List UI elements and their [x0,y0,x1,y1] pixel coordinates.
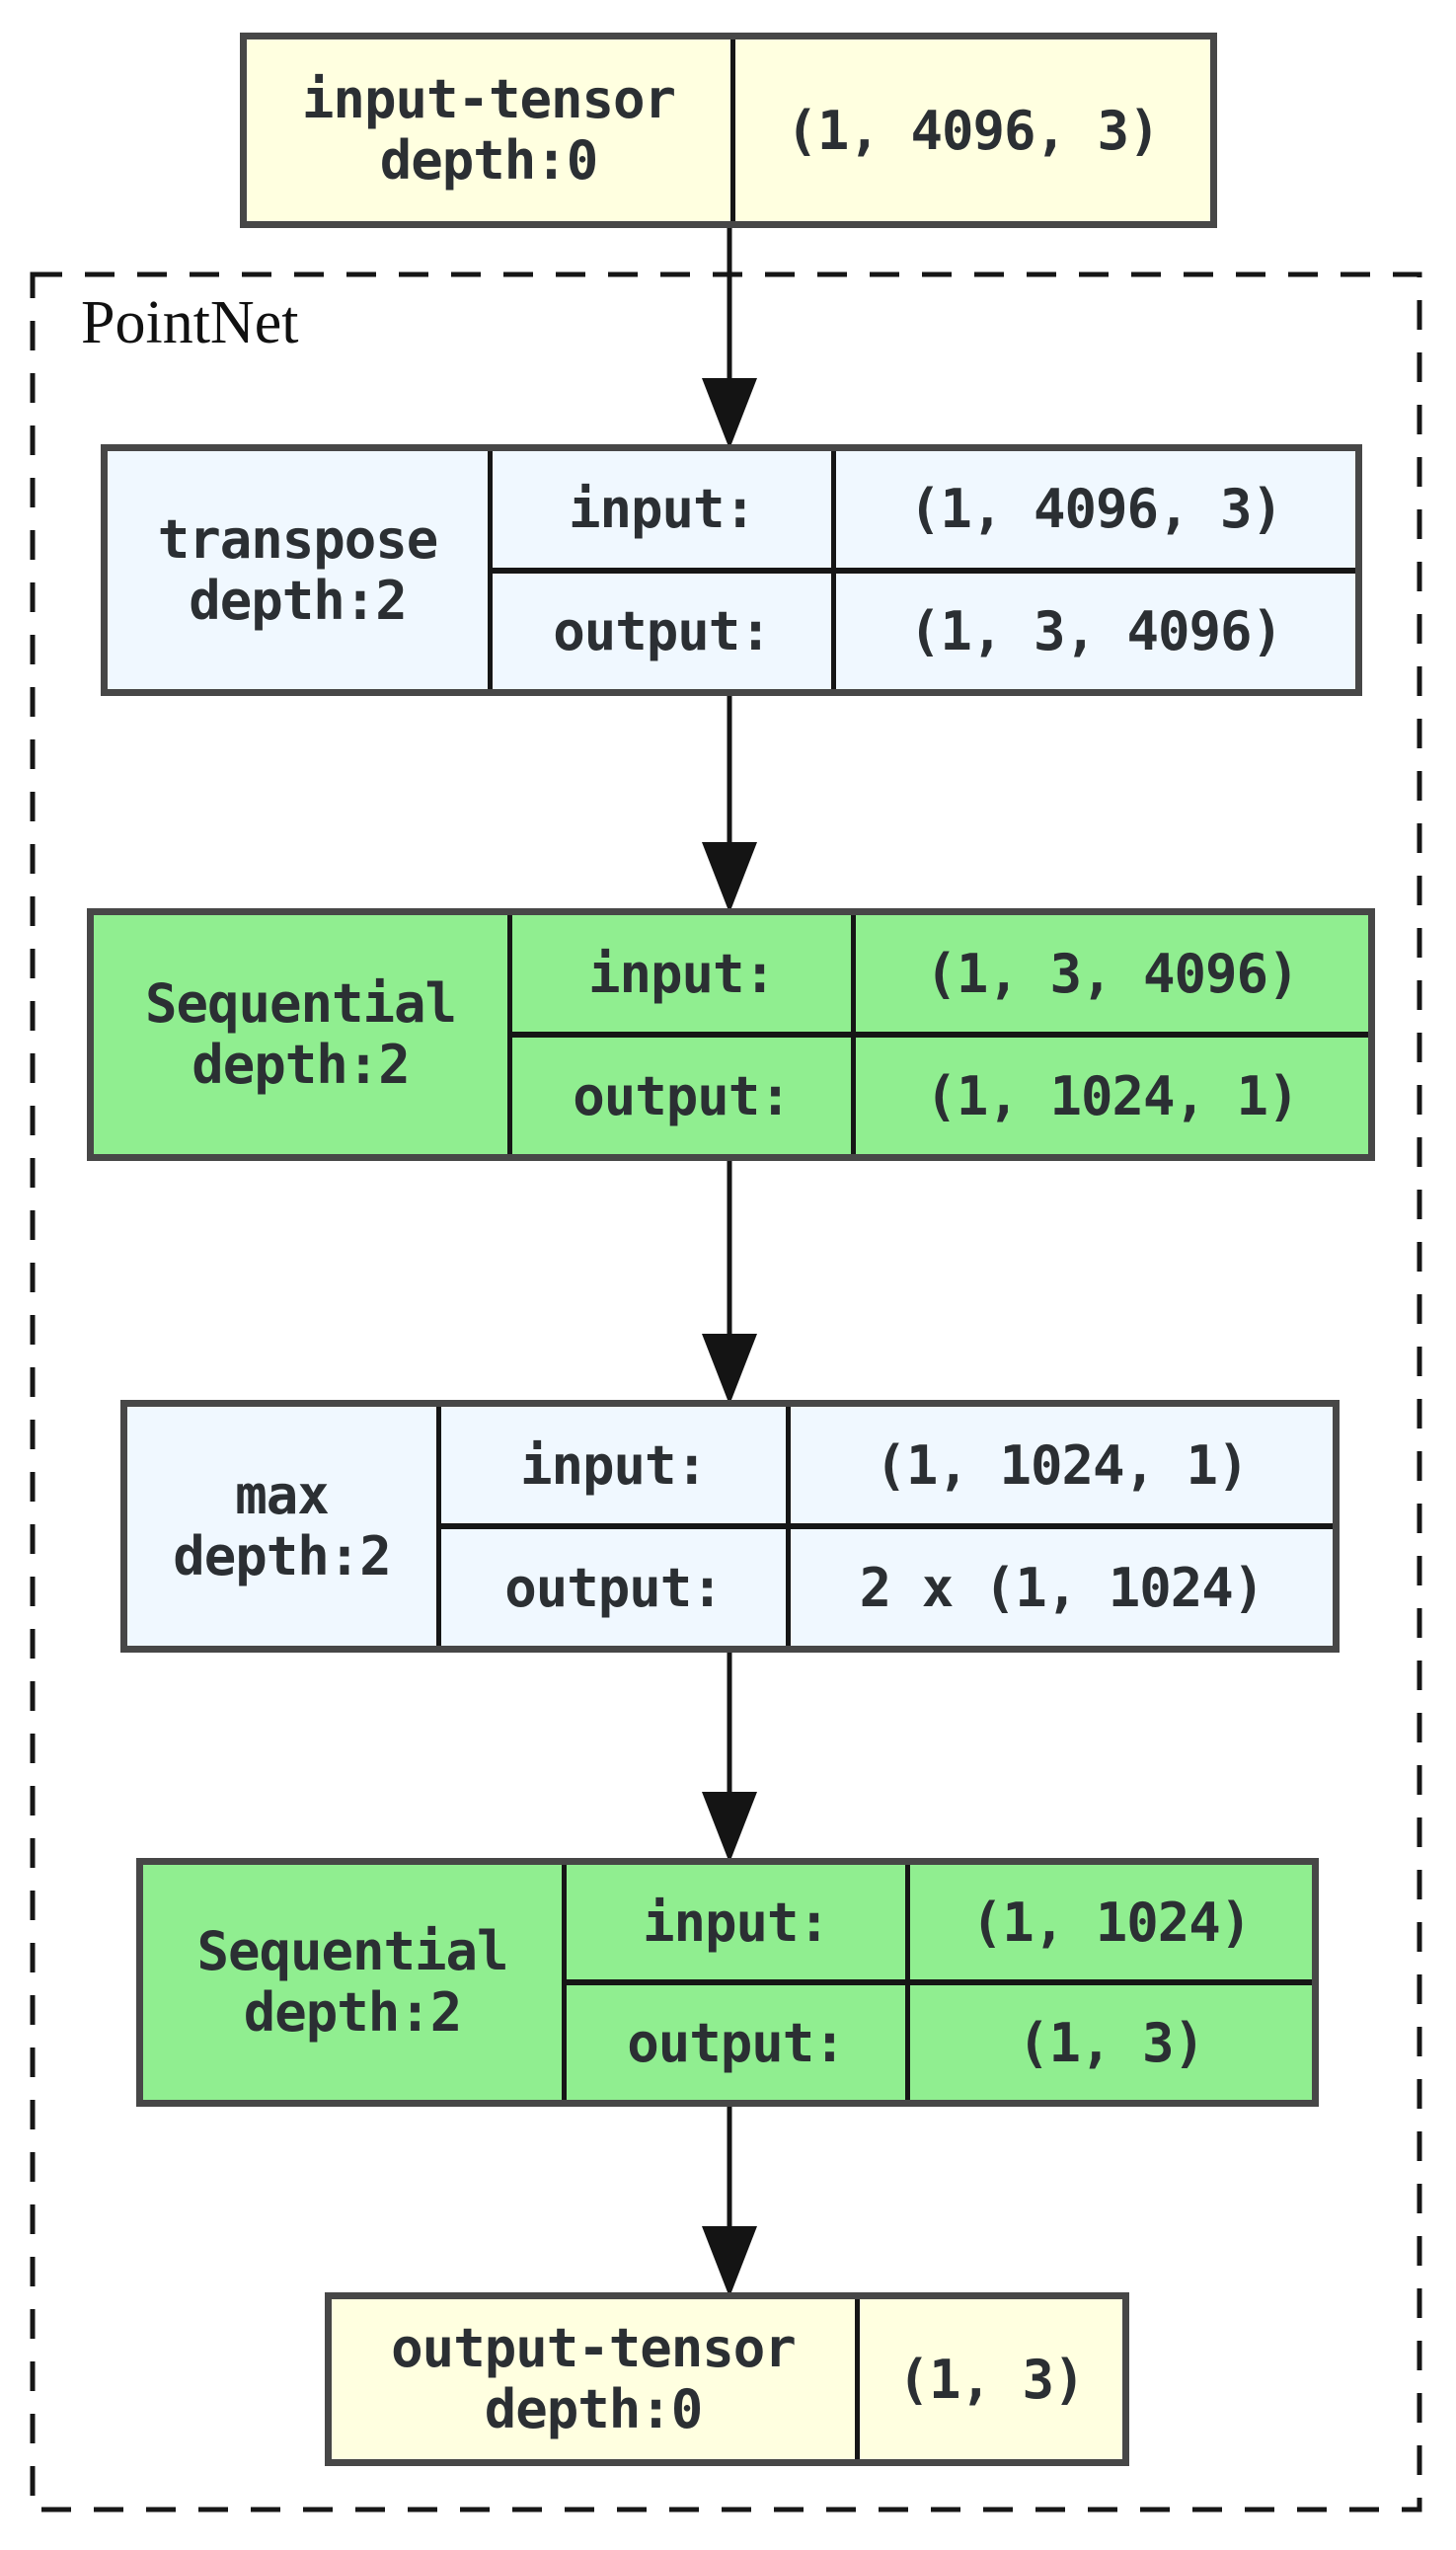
input-shape: (1, 4096, 3) [908,478,1283,541]
node-name: Sequential [196,1920,508,1982]
node-depth: depth:2 [173,1525,392,1587]
max-name-cell: max depth:2 [127,1407,441,1646]
node-output-tensor: output-tensor depth:0 (1, 3) [325,2292,1129,2466]
edge-input-to-transpose [702,228,757,449]
output-label: output: [441,1529,791,1646]
input-tensor-shape: (1, 4096, 3) [786,99,1160,162]
input-shape: (1, 1024) [970,1891,1253,1954]
node-name: output-tensor [391,2317,797,2379]
input-label: input: [567,1865,910,1979]
output-label: output: [493,573,836,689]
edge-transpose-to-sequential1 [702,696,757,913]
node-name: max [235,1464,330,1526]
input-shape: (1, 1024, 1) [875,1433,1249,1497]
node-transpose: transpose depth:2 input: (1, 4096, 3) ou… [101,444,1362,696]
cluster-label-pointnet: PointNet [81,289,299,356]
node-max: max depth:2 input: (1, 1024, 1) output: … [120,1400,1340,1653]
transpose-name-cell: transpose depth:2 [108,451,493,689]
input-label: input: [441,1407,791,1523]
node-depth: depth:2 [243,1981,463,2044]
input-label: input: [493,451,836,568]
edge-sequential1-to-max [702,1161,757,1405]
output-tensor-shape: (1, 3) [897,2348,1085,2411]
node-sequential-2: Sequential depth:2 input: (1, 1024) outp… [136,1858,1319,2107]
output-label: output: [512,1038,856,1154]
edge-max-to-sequential2 [702,1653,757,1863]
output-shape: (1, 3, 4096) [908,599,1283,662]
edge-sequential2-to-output [702,2107,757,2297]
node-depth: depth:0 [379,129,599,192]
output-tensor-name-cell: output-tensor depth:0 [332,2299,860,2459]
node-name: Sequential [144,972,457,1035]
output-label: output: [567,1985,910,2100]
node-depth: depth:2 [192,1034,411,1096]
output-shape: (1, 1024, 1) [925,1064,1299,1127]
node-depth: depth:2 [189,569,408,632]
input-label: input: [512,915,856,1032]
input-tensor-name-cell: input-tensor depth:0 [247,39,735,221]
sequential1-name-cell: Sequential depth:2 [94,915,512,1154]
node-depth: depth:0 [484,2378,704,2440]
pointnet-cluster-border [30,271,1422,2512]
output-shape: (1, 3) [1017,2011,1205,2074]
node-name: transpose [157,507,439,571]
sequential2-name-cell: Sequential depth:2 [143,1865,567,2100]
input-shape: (1, 3, 4096) [925,942,1299,1005]
node-sequential-1: Sequential depth:2 input: (1, 3, 4096) o… [87,908,1375,1161]
output-shape: 2 x (1, 1024) [859,1556,1265,1619]
node-name: input-tensor [301,68,676,130]
node-input-tensor: input-tensor depth:0 (1, 4096, 3) [240,33,1217,228]
